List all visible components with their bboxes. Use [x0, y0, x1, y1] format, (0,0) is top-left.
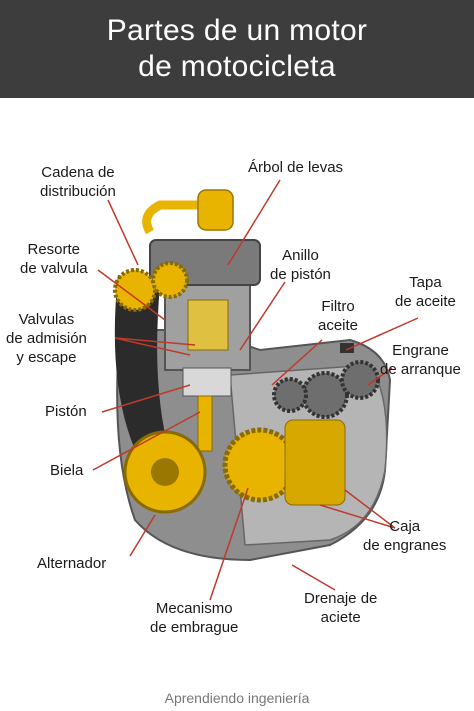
- label-caja-de-engranes: Caja de engranes: [363, 517, 446, 555]
- cam-sprocket-2: [151, 261, 189, 299]
- label-biela-line1: Biela: [50, 462, 84, 479]
- gear-stack: [284, 419, 346, 506]
- starter-gears: [272, 360, 380, 419]
- label-resorte-de-valvula: Resorte de valvula: [20, 240, 88, 278]
- label-tapa-de-aceite: Tapa de aceite: [395, 273, 456, 311]
- label-valvulas-line1: Valvulas: [18, 311, 75, 328]
- label-cadena-line2: distribución: [40, 183, 116, 200]
- label-filtro-line2: aceite: [318, 317, 359, 334]
- label-mecanismo-line1: Mecanismo: [155, 600, 233, 617]
- leader-anillo: [239, 281, 286, 351]
- leader-biela: [92, 411, 201, 471]
- leader-caja-1: [344, 489, 396, 529]
- label-resorte-line2: de valvula: [20, 260, 88, 277]
- label-engrane-line1: Engrane: [392, 342, 449, 359]
- label-valvulas-line3: y escape: [16, 349, 77, 366]
- label-cadena-line1: Cadena de: [41, 164, 115, 181]
- label-drenaje-line1: Drenaje de: [304, 590, 378, 607]
- leader-valvulas-2: [114, 337, 191, 356]
- label-resorte-line1: Resorte: [27, 241, 81, 258]
- connecting-rod: [197, 395, 213, 452]
- label-mecanismo-de-embrague: Mecanismo de embrague: [150, 599, 238, 637]
- label-piston: Pistón: [45, 402, 87, 421]
- valve-yellow: [187, 299, 229, 351]
- label-engrane-de-arranque: Engrane de arranque: [380, 341, 461, 379]
- label-caja-line1: Caja: [389, 518, 421, 535]
- leader-valvulas-1: [114, 337, 196, 346]
- leader-resorte: [97, 269, 166, 321]
- label-anillo-line1: Anillo: [282, 247, 319, 264]
- cam-top: [197, 189, 234, 231]
- timing-chain-shape: [114, 275, 175, 470]
- label-mecanismo-line2: de embrague: [150, 619, 239, 636]
- label-arbol-line1: Árbol de levas: [248, 159, 344, 176]
- label-drenaje-line2: aciete: [320, 609, 361, 626]
- label-anillo-line2: de pistón: [270, 266, 331, 283]
- label-filtro-line1: Filtro: [321, 298, 355, 315]
- label-caja-line2: de engranes: [363, 537, 447, 554]
- label-tapa-line1: Tapa: [409, 274, 442, 291]
- piston: [182, 367, 232, 397]
- label-anillo-de-piston: Anillo de pistón: [270, 246, 331, 284]
- alternator-hub: [151, 458, 179, 486]
- label-tapa-line2: de aceite: [395, 293, 456, 310]
- leader-engrane: [367, 367, 393, 386]
- cam-sprocket-1: [113, 268, 157, 312]
- leader-caja-2: [319, 504, 396, 529]
- leader-cadena: [107, 199, 139, 266]
- leader-piston: [101, 384, 191, 413]
- label-biela: Biela: [50, 461, 83, 480]
- leader-drenaje: [291, 564, 336, 591]
- label-valvulas: Valvulas de admisión y escape: [6, 310, 87, 367]
- label-arbol-de-levas: Árbol de levas: [248, 158, 343, 177]
- label-engrane-line2: de arranque: [380, 361, 461, 378]
- title-banner: Partes de un motor de motocicleta: [0, 0, 474, 98]
- title-line-2: de motocicleta: [138, 50, 336, 83]
- label-cadena-distribucion: Cadena de distribución: [40, 163, 116, 201]
- leader-tapa: [345, 317, 419, 351]
- title-line-1: Partes de un motor: [106, 14, 368, 47]
- oil-filter-cap: [340, 343, 354, 353]
- leader-arbol: [227, 179, 281, 266]
- label-filtro-aceite: Filtro aceite: [318, 297, 358, 335]
- leader-mecanismo: [209, 487, 249, 601]
- label-piston-line1: Pistón: [45, 403, 87, 420]
- leader-alternador: [129, 514, 156, 557]
- leader-filtro: [271, 339, 323, 386]
- label-drenaje-de-aceite: Drenaje de aciete: [304, 589, 377, 627]
- label-valvulas-line2: de admisión: [6, 330, 87, 347]
- label-alternador: Alternador: [37, 554, 106, 573]
- footer-credit: Aprendiendo ingeniería: [164, 690, 310, 706]
- label-alternador-line1: Alternador: [37, 555, 107, 572]
